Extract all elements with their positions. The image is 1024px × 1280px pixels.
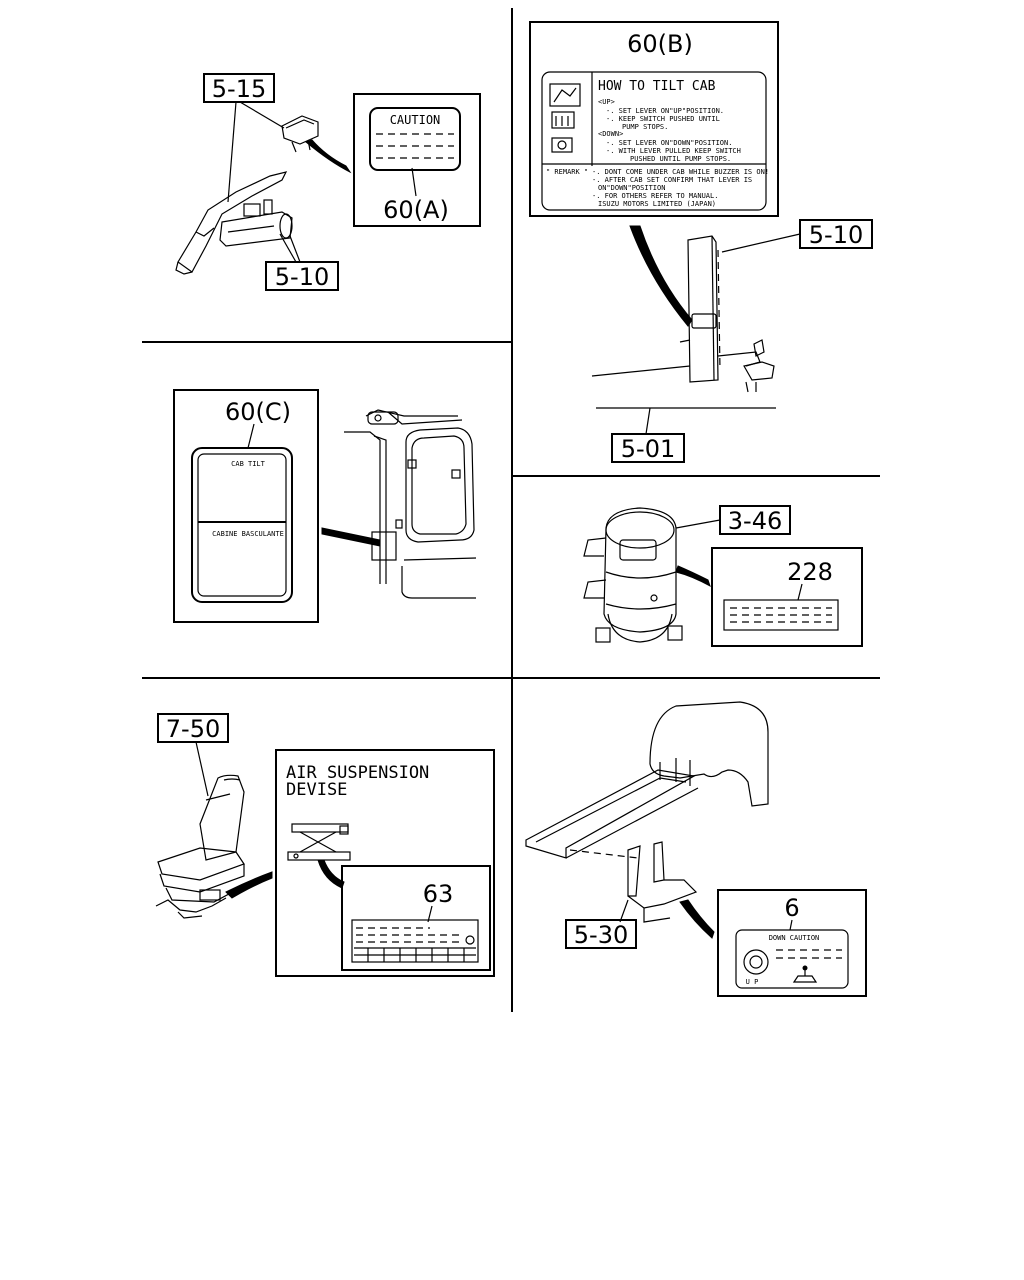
air-suspension-label-box: AIR SUSPENSION DEVISE 63 [275,749,495,977]
driver-seat-drawing [155,774,245,919]
buzzer-label-228: 228 [711,547,863,647]
tilt-lever-drawing [177,171,288,273]
svg-text:5-01: 5-01 [621,435,675,463]
svg-text:63: 63 [423,880,454,908]
rotary-knob-icon [743,949,769,975]
svg-text:-. SET LEVER ON"UP"POSITION.: -. SET LEVER ON"UP"POSITION. [606,107,724,115]
svg-text:-. KEEP SWITCH PUSHED UNTIL: -. KEEP SWITCH PUSHED UNTIL [606,115,720,123]
cab-tilt-text: CAB TILT [231,460,266,468]
cab-pillar-drawing [591,235,776,409]
ref-box-5-10-lever: 5-10 [265,261,339,291]
svg-text:<UP>: <UP> [598,98,615,106]
svg-text:60(B): 60(B) [627,30,693,58]
svg-text:PUSHED UNTIL PUMP STOPS.: PUSHED UNTIL PUMP STOPS. [630,155,731,163]
svg-text:5-10: 5-10 [809,221,863,249]
svg-text:-. FOR OTHERS REFER TO MANUAL.: -. FOR OTHERS REFER TO MANUAL. [592,192,718,200]
svg-text:60(C): 60(C) [225,398,291,426]
ref-box-7-50: 7-50 [157,713,229,743]
cab-frame-drawing [525,701,769,923]
svg-text:ON"DOWN"POSITION: ON"DOWN"POSITION [598,184,665,192]
svg-text:5-10: 5-10 [275,263,329,291]
how-to-tilt-title: HOW TO TILT CAB [598,79,716,94]
panel-cab-tilt-decal: 60(C) CAB TILT CABINE BASCULANTE [173,389,477,623]
tilt-switch-drawing [281,115,319,145]
tilt-instruction-label-60b: HOW TO TILT CAB <UP> -. SET LEVER ON"UP"… [541,71,769,211]
svg-text:228: 228 [787,558,833,586]
svg-text:U P: U P [746,978,759,986]
svg-text:<DOWN>: <DOWN> [598,130,623,138]
air-suspension-title: AIR SUSPENSION [286,763,429,783]
tilt-pictogram-icon [549,83,581,153]
svg-text:-. AFTER CAB SET CONFIRM THAT: -. AFTER CAB SET CONFIRM THAT LEVER IS [592,176,752,184]
ref-box-5-01: 5-01 [611,433,685,463]
buzzer-drawing [583,507,683,643]
svg-text:-. WITH LEVER PULLED KEEP SWI: -. WITH LEVER PULLED KEEP SWITCH [606,147,741,155]
ref-box-5-30: 5-30 [565,919,637,949]
ref-box-3-46: 3-46 [719,505,791,535]
cab-tilt-label-60c: CAB TILT CABINE BASCULANTE [191,447,293,603]
panel-air-suspension-seat: 7-50 AIR SUSPENSION DEVISE [155,713,495,977]
svg-text:6: 6 [784,894,799,922]
caution-text: CAUTION [390,113,441,127]
svg-text:3-46: 3-46 [728,507,782,535]
cabine-basculante-text: CABINE BASCULANTE [212,530,284,538]
svg-text:" REMARK ": " REMARK " [546,168,588,176]
caution-label-60a: CAUTION 60(A) [353,93,481,227]
panel-separators [142,8,880,1012]
lever-icon [792,965,818,983]
svg-text:7-50: 7-50 [166,715,220,743]
panel-how-to-tilt-cab: 60(B) HOW TO TILT CAB <UP> -. SET LEVER … [529,21,873,463]
ref-box-5-15: 5-15 [203,73,275,103]
ref-box-5-10-cab: 5-10 [799,219,873,249]
svg-text:-. DONT COME UNDER CAB WHILE B: -. DONT COME UNDER CAB WHILE BUZZER IS O… [592,168,769,176]
panel-down-caution: 5-30 6 DOWN CAUTION U P [525,701,867,997]
panel-cab-tilt-lever: 5-15 5-10 CAUTION 60(A) [175,73,481,291]
svg-text:60(A): 60(A) [383,196,449,224]
cab-door-drawing [344,409,477,599]
suspension-mechanism-drawing [287,823,351,861]
down-caution-label-6: 6 DOWN CAUTION U P [717,889,867,997]
svg-text:5-15: 5-15 [212,75,266,103]
svg-text:-. SET LEVER ON"DOWN"POSITION: -. SET LEVER ON"DOWN"POSITION. [606,139,732,147]
suspension-label-63: 63 [341,865,491,971]
pump-cylinder-drawing [219,211,293,247]
down-caution-text: DOWN CAUTION [769,934,820,942]
svg-text:5-30: 5-30 [574,921,628,949]
panel-buzzer: 3-46 228 [583,505,863,647]
devise-text: DEVISE [286,780,347,800]
svg-text:ISUZU MOTORS LIMITED (JAPAN): ISUZU MOTORS LIMITED (JAPAN) [598,200,716,208]
svg-text:PUMP STOPS.: PUMP STOPS. [622,123,668,131]
